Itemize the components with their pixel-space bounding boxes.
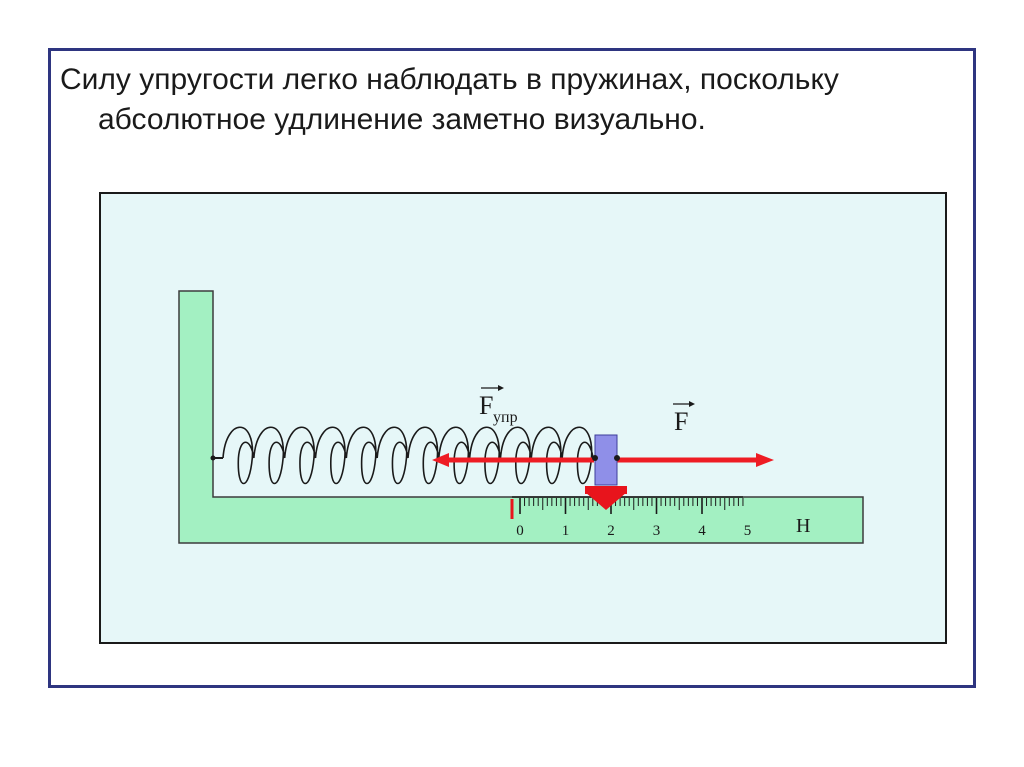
slider-block [594, 434, 618, 486]
scale-tick-label: 1 [562, 523, 570, 539]
scale-pointer [585, 486, 627, 510]
scale-tick-label: 0 [516, 523, 524, 539]
applied-force-label: F [673, 401, 695, 436]
spring-anchor [210, 455, 216, 461]
scale-tick-label: 3 [653, 523, 661, 539]
vector-bar-head [498, 385, 504, 391]
diagram-canvas: 0 1 2 3 4 5 Н F упр [99, 192, 947, 644]
applied-force-arrow [616, 453, 774, 467]
pointer-bar [585, 486, 627, 494]
diagram-panel [99, 192, 947, 644]
text-line-1: Силу упругости легко наблюдать в пружина… [60, 63, 839, 96]
pointer-tip [585, 492, 627, 510]
applied-force-head [756, 453, 774, 467]
scale-tick-label: 2 [607, 523, 615, 539]
spring-diagram: 0 1 2 3 4 5 Н F упр [99, 192, 947, 644]
block-right-point [614, 455, 620, 461]
applied-force-letter: F [674, 407, 688, 436]
text-line-2: абсолютное удлинение заметно визуально. [98, 103, 706, 136]
elastic-force-head [432, 453, 449, 467]
scale-labels: 0 1 2 3 4 5 [516, 523, 751, 539]
dynamometer-scale: 0 1 2 3 4 5 Н [510, 496, 810, 539]
scale-tick-label: 4 [698, 523, 706, 539]
vector-bar-head [689, 401, 695, 407]
elastic-force-subscript: упр [493, 409, 518, 426]
scale-ticks [519, 498, 744, 514]
elastic-force-label: F упр [479, 385, 518, 426]
elastic-force-arrow [432, 453, 594, 467]
slide-text: Силу упругости легко наблюдать в пружина… [60, 60, 960, 140]
unit-label: Н [796, 515, 810, 537]
elastic-force-letter: F [479, 391, 493, 420]
block-left-point [592, 455, 598, 461]
scale-tick-label: 5 [744, 523, 752, 539]
spring-stand [178, 290, 864, 544]
